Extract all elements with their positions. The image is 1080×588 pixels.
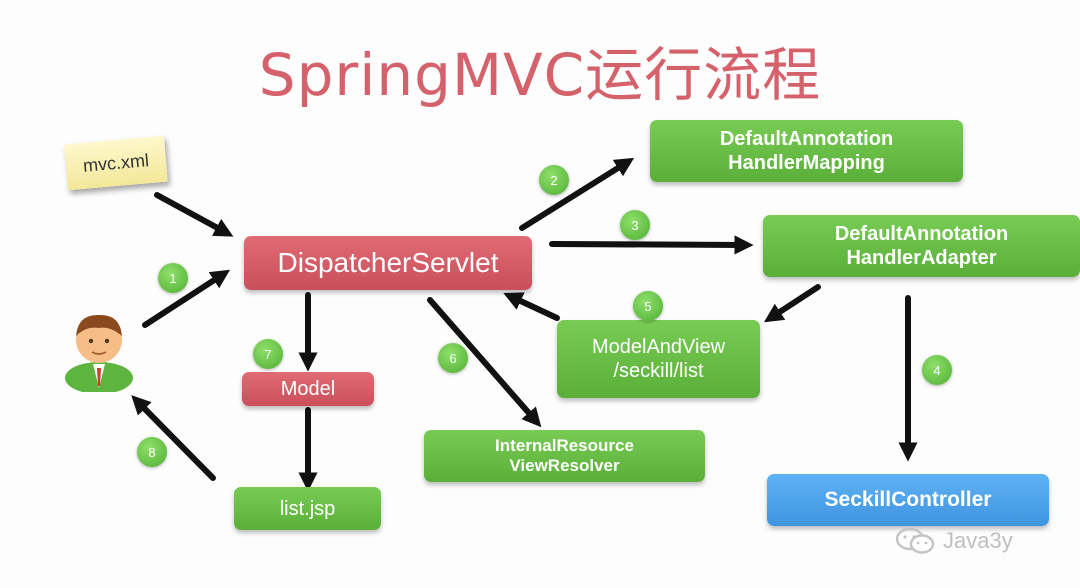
model-and-view-line-2: /seckill/list bbox=[613, 360, 704, 382]
model-and-view-line-1: ModelAndView bbox=[591, 336, 726, 358]
view-resolver-line-2: ViewResolver bbox=[509, 456, 620, 475]
dispatcher-servlet-node: DispatcherServlet bbox=[244, 236, 532, 290]
model-node: Model bbox=[242, 372, 374, 406]
step-badge-1: 1 bbox=[158, 263, 188, 293]
step-badge-2: 2 bbox=[539, 165, 569, 195]
step-badge-7: 7 bbox=[253, 339, 283, 369]
arrow-step-3 bbox=[549, 235, 754, 255]
step-badge-4: 4 bbox=[922, 355, 952, 385]
handler-adapter-line-1: DefaultAnnotation bbox=[834, 223, 1009, 245]
arrow-step-5 bbox=[503, 292, 560, 321]
step-badge-3: 3 bbox=[620, 210, 650, 240]
wechat-icon bbox=[895, 527, 935, 554]
arrow-step-2 bbox=[519, 157, 635, 231]
dispatcher-servlet-label: DispatcherServlet bbox=[277, 247, 499, 279]
handler-mapping-line-1: DefaultAnnotation bbox=[719, 128, 894, 150]
handler-adapter-node: DefaultAnnotation HandlerAdapter bbox=[763, 215, 1080, 277]
list-jsp-node: list.jsp bbox=[234, 487, 381, 530]
page-title: SpringMVC运行流程 bbox=[258, 41, 822, 109]
view-resolver-line-1: InternalResource bbox=[495, 435, 634, 455]
handler-mapping-line-2: HandlerMapping bbox=[728, 152, 885, 174]
watermark: Java3y bbox=[895, 526, 1013, 556]
arrow-adapter-to-mav bbox=[763, 284, 821, 323]
arrow-step-6 bbox=[427, 297, 542, 428]
model-and-view-node: ModelAndView /seckill/list bbox=[557, 320, 760, 398]
arrow-step-8 bbox=[131, 395, 216, 481]
arrow-config bbox=[154, 192, 234, 237]
seckill-controller-node: SeckillController bbox=[767, 474, 1049, 526]
seckill-controller-label: SeckillController bbox=[824, 488, 992, 512]
step-badge-8: 8 bbox=[137, 437, 167, 467]
user-icon bbox=[65, 314, 133, 392]
handler-adapter-line-2: HandlerAdapter bbox=[846, 247, 997, 269]
view-resolver-node: InternalResource ViewResolver bbox=[424, 430, 705, 482]
step-badge-6: 6 bbox=[438, 343, 468, 373]
list-jsp-label: list.jsp bbox=[279, 497, 336, 520]
handler-mapping-node: DefaultAnnotation HandlerMapping bbox=[650, 120, 963, 182]
watermark-label: Java3y bbox=[943, 528, 1013, 553]
model-label: Model bbox=[280, 378, 336, 400]
arrow-step-1 bbox=[142, 269, 231, 328]
mvc-xml-note: mvc.xml bbox=[64, 135, 168, 191]
step-badge-5: 5 bbox=[633, 291, 663, 321]
